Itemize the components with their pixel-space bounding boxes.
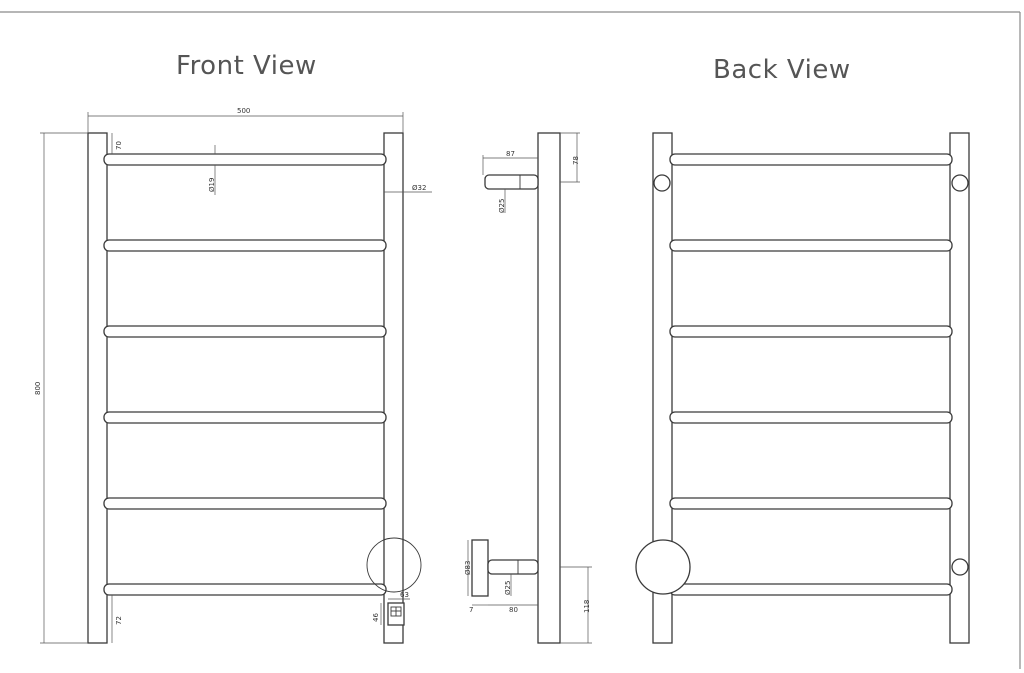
front-bar-1 xyxy=(103,153,387,166)
front-bar-5 xyxy=(103,497,387,510)
dim-text-side-bottom-bracket-dia: Ø25 xyxy=(504,581,512,595)
back-view xyxy=(635,132,970,644)
side-bottom-bracket xyxy=(487,559,539,575)
dim-text-width: 500 xyxy=(237,107,250,115)
front-bar-4 xyxy=(103,411,387,424)
back-mount-hole-top-left xyxy=(653,174,671,192)
back-wall-mount-plate xyxy=(635,539,691,595)
back-view-title: Back View xyxy=(713,55,851,85)
back-mount-hole-bottom-right xyxy=(951,558,969,576)
front-view: 500 800 70 Ø19 Ø32 72 63 46 xyxy=(34,107,432,644)
back-right-rail xyxy=(949,132,970,644)
back-left-rail xyxy=(652,132,673,644)
back-bar-4 xyxy=(669,411,953,424)
front-left-rail xyxy=(87,132,108,644)
dim-text-side-top-height: 78 xyxy=(572,156,580,165)
dim-text-side-top-depth: 87 xyxy=(506,150,515,158)
dim-text-side-bottom-height: 118 xyxy=(583,600,591,613)
dim-text-height: 800 xyxy=(34,382,42,395)
dim-text-top-offset: 70 xyxy=(115,141,123,150)
front-wall-mount-plate xyxy=(366,537,422,593)
dim-text-box-height: 46 xyxy=(372,613,380,622)
front-right-rail xyxy=(383,132,404,644)
dim-text-side-bottom-thickness: 7 xyxy=(469,606,473,614)
dim-text-bar-diameter: Ø19 xyxy=(208,178,216,192)
back-bar-6 xyxy=(669,583,953,596)
dim-text-rail-diameter: Ø32 xyxy=(412,184,426,192)
front-view-title: Front View xyxy=(176,51,317,81)
front-bar-6 xyxy=(103,583,387,596)
front-bar-3 xyxy=(103,325,387,338)
back-mount-hole-top-right xyxy=(951,174,969,192)
side-bottom-plate xyxy=(471,539,489,597)
dim-text-box-width: 63 xyxy=(400,591,409,599)
front-bar-2 xyxy=(103,239,387,252)
side-view: 87 78 Ø25 Ø83 Ø25 7 80 118 xyxy=(464,132,592,644)
dim-text-side-top-bracket-dia: Ø25 xyxy=(498,199,506,213)
side-top-bracket xyxy=(484,174,539,190)
dim-text-bottom-offset: 72 xyxy=(115,616,123,625)
back-bar-2 xyxy=(669,239,953,252)
dim-text-side-bottom-depth: 80 xyxy=(509,606,518,614)
back-bar-1 xyxy=(669,153,953,166)
side-rail xyxy=(537,132,561,644)
back-bar-5 xyxy=(669,497,953,510)
back-bar-3 xyxy=(669,325,953,338)
dim-text-side-bottom-plate-dia: Ø83 xyxy=(464,561,472,575)
